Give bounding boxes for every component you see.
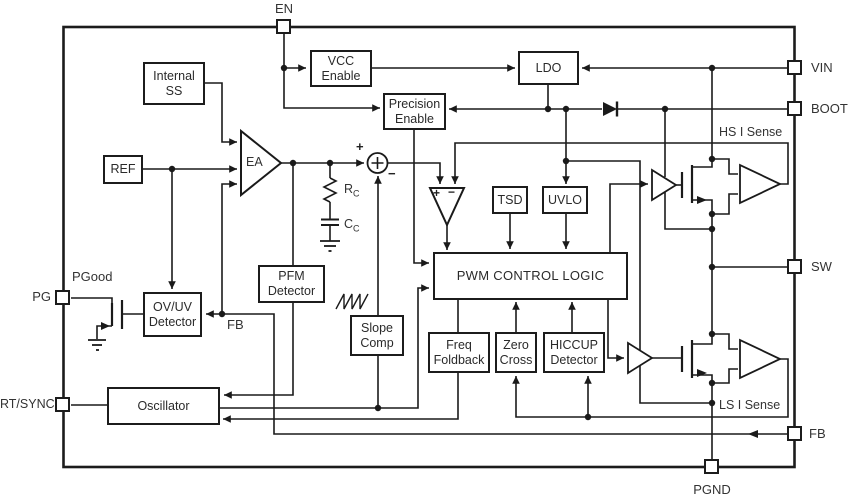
wire-pg-drain [71, 297, 113, 303]
pin-fb [787, 426, 802, 441]
pin-label-boot: BOOT [811, 101, 848, 116]
ea-amplifier-triangle [240, 128, 283, 198]
wire-precision-enable-to-pwm [413, 130, 430, 267]
label-ls-i-sense: LS I Sense [719, 398, 781, 412]
pin-label-pgnd: PGND [693, 482, 731, 497]
label-summer-minus: − [388, 166, 396, 181]
wire-freq-foldback-to-oscillator [222, 373, 459, 423]
hs-sense-amp-triangle [739, 163, 783, 205]
label-cc: CC [344, 217, 360, 234]
block-ovuv-detector: OV/UV Detector [143, 292, 202, 337]
block-vcc-enable: VCC Enable [310, 50, 372, 87]
label-comparator-minus: − [448, 185, 456, 199]
wire-vin-column [692, 68, 713, 168]
pin-label-rtsync: RT/SYNC [0, 397, 55, 411]
wire-vcc-to-ls-driver [566, 160, 641, 350]
pin-boot [787, 101, 802, 116]
pin-sw [787, 259, 802, 274]
block-tsd: TSD [492, 186, 528, 214]
block-freq-foldback: Freq Foldback [428, 332, 490, 373]
wire-fb-to-ea [221, 180, 238, 314]
wire-pfm-to-oscillator [223, 303, 294, 399]
pwm-comparator-triangle [428, 187, 466, 228]
label-pgood: PGood [72, 269, 113, 284]
label-summer-plus: + [356, 139, 364, 154]
wire-ls-driver-return [639, 366, 712, 404]
fb-line-arrowhead [748, 430, 758, 438]
summing-junction [366, 152, 389, 174]
block-internal-ss: Internal SS [143, 62, 205, 105]
block-ref: REF [103, 155, 143, 184]
pin-label-sw: SW [811, 259, 832, 274]
block-zero-cross: Zero Cross [495, 332, 537, 373]
wire-pwm-to-ls-driver [607, 300, 625, 362]
wire-hs-sense-tap-bottom [712, 193, 738, 215]
pin-label-fb: FB [809, 426, 826, 441]
junction-dots [168, 64, 716, 421]
wire-hs-driver-return [664, 192, 712, 230]
wire-fb-pin-to-ovuv [205, 310, 787, 435]
capacitor-cc [321, 218, 339, 226]
ls-gate-driver-triangle [627, 341, 654, 375]
hs-mosfet [680, 165, 707, 204]
block-pfm-detector: PFM Detector [258, 265, 325, 303]
pin-pgnd [704, 459, 719, 474]
compensation-network [321, 163, 339, 241]
ground-symbol-compensation [320, 240, 340, 252]
wire-pwm-to-hs-driver [609, 180, 649, 252]
pin-pg [55, 290, 70, 305]
ground-symbol-pg [88, 339, 106, 351]
block-ldo: LDO [518, 51, 579, 85]
bootstrap-diode [603, 101, 619, 117]
sawtooth-waveform-icon [335, 293, 369, 310]
wire-summer-to-comparator [387, 162, 444, 185]
pin-label-en: EN [274, 1, 294, 16]
label-ea: EA [246, 155, 263, 169]
block-oscillator: Oscillator [107, 387, 220, 425]
block-slope-comp: Slope Comp [350, 315, 404, 356]
wire-ls-sense-return [512, 358, 789, 418]
wire-oscillator-to-pwm [220, 284, 430, 409]
pin-rtsync [55, 397, 70, 412]
pg-mosfet [101, 300, 124, 330]
label-hs-i-sense: HS I Sense [719, 125, 783, 139]
label-fb-node: FB [227, 317, 244, 332]
label-comparator-plus: + [433, 186, 441, 200]
pin-label-vin: VIN [811, 60, 833, 75]
pin-vin [787, 60, 802, 75]
ls-mosfet [680, 340, 707, 378]
pin-label-pg: PG [32, 289, 51, 304]
wire-ls-sense-tap-top [712, 333, 738, 350]
wire-hs-sense-to-comparator [451, 142, 789, 185]
wire-ls-sense-tap-bottom [712, 368, 738, 384]
wire-ss-to-ea [205, 82, 238, 146]
ls-sense-amp-triangle [739, 338, 783, 380]
wire-en-trunk [283, 34, 381, 112]
chip-outline [62, 25, 796, 469]
wire-hs-sense-tap-top [712, 158, 738, 175]
resistor-rc [322, 177, 338, 203]
block-pwm-control-logic: PWM CONTROL LOGIC [433, 252, 628, 300]
block-hiccup-detector: HICCUP Detector [543, 332, 605, 373]
label-rc: RC [344, 182, 360, 199]
block-uvlo: UVLO [542, 186, 588, 214]
wire-sw-column [692, 199, 713, 345]
block-precision-enable: Precision Enable [383, 93, 446, 130]
wires [71, 34, 789, 459]
pin-en [276, 19, 291, 34]
hs-gate-driver-triangle [651, 168, 678, 202]
